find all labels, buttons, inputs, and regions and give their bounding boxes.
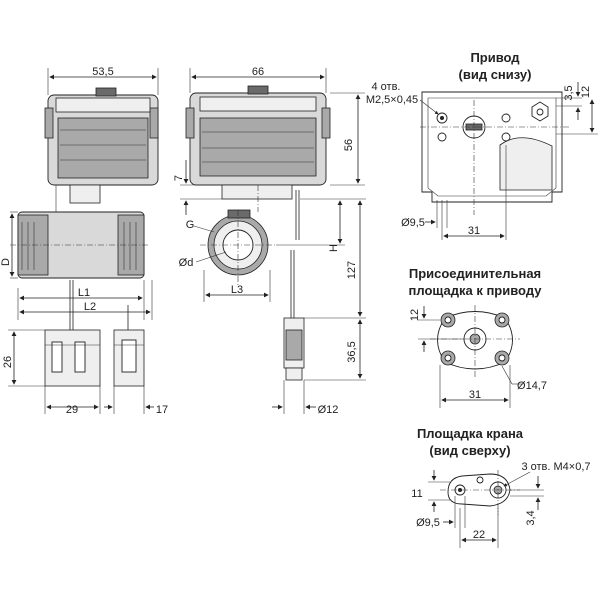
dim-mount-12: 12 <box>409 309 421 321</box>
mount-heading-line1: Присоединительная <box>409 266 541 281</box>
dim-cable-36: 36,5 <box>346 341 358 362</box>
actuator-bottom-dimensions: 4 отв. M2,5×0,45 3,5 12 31 Ø9,5 <box>366 81 598 240</box>
dim-mount-31: 31 <box>469 389 481 401</box>
valve-pad-dimensions: 3 отв. M4×0,7 11 3,4 Ø9,5 22 <box>411 461 591 548</box>
front-view <box>185 85 331 381</box>
actuator-heading-line1: Привод <box>470 50 520 65</box>
mount-heading-line2: площадка к приводу <box>409 283 543 298</box>
holes-note-line2: M2,5×0,45 <box>366 94 418 106</box>
valve-heading-line2: (вид сверху) <box>429 443 510 458</box>
dim-l2: L2 <box>84 301 96 313</box>
dim-gap-7: 7 <box>173 175 185 181</box>
dim-label-g: G <box>186 219 195 231</box>
dim-act-dia-9-5: Ø9,5 <box>401 217 425 229</box>
side-view-dimensions: 53,5 D L1 L2 26 29 17 <box>0 66 168 416</box>
connector-side <box>44 329 101 387</box>
dim-act-12: 12 <box>580 86 592 98</box>
dim-mount-dia-14-7: Ø14,7 <box>517 380 547 392</box>
dim-conn-width: 29 <box>66 404 78 416</box>
dim-l3: L3 <box>231 284 243 296</box>
valve-holes-note: 3 отв. M4×0,7 <box>521 461 590 473</box>
side-view <box>10 87 159 387</box>
valve-heading-line1: Площадка крана <box>417 426 524 441</box>
dim-valve-11: 11 <box>411 488 422 500</box>
dim-valve-3-4: 3,4 <box>525 510 537 525</box>
dim-valve-22: 22 <box>473 529 485 541</box>
dim-conn-depth: 17 <box>156 404 168 416</box>
dim-d: D <box>0 258 12 266</box>
mounting-flange <box>430 305 520 378</box>
dim-label-h: H <box>328 244 340 252</box>
dim-label-d-inner: Ød <box>179 257 194 269</box>
mounting-flange-dimensions: 12 Ø14,7 31 <box>409 306 547 408</box>
actuator-heading-line2: (вид снизу) <box>459 67 532 82</box>
actuator-bottom-view <box>420 91 570 215</box>
dim-conn-height: 26 <box>2 356 14 368</box>
front-view-dimensions: 66 56 7 H 127 36,5 Ø12 L3 G Ød <box>173 66 366 416</box>
dim-l1: L1 <box>78 287 90 299</box>
dim-width-side: 53,5 <box>92 66 113 78</box>
holes-note-line1: 4 отв. <box>372 81 401 93</box>
dim-height-actuator: 56 <box>343 139 355 151</box>
dim-cable-dia: Ø12 <box>318 404 339 416</box>
dim-height-127: 127 <box>346 261 358 279</box>
dim-act-31: 31 <box>468 225 480 237</box>
valve-pad <box>440 470 520 515</box>
dim-valve-dia-9-5: Ø9,5 <box>416 517 440 529</box>
dim-width-front: 66 <box>252 66 264 78</box>
dim-act-3-5: 3,5 <box>563 85 575 100</box>
